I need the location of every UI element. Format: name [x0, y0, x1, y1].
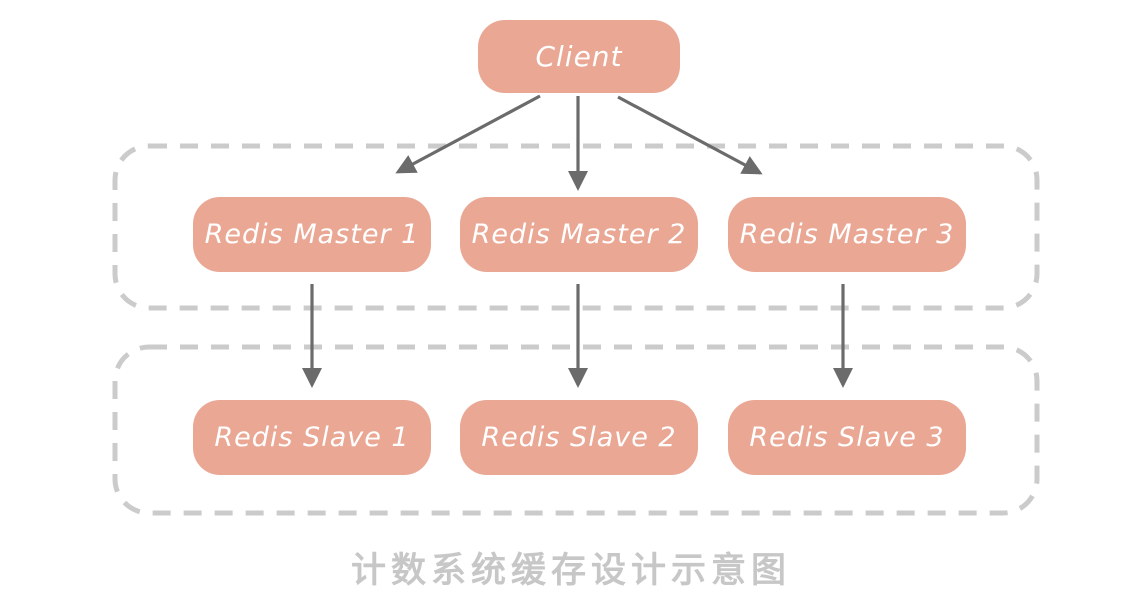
diagram-caption: 计数系统缓存设计示意图	[350, 551, 791, 591]
node-client: Client	[478, 20, 680, 93]
node-redis-master-3: Redis Master 3	[728, 197, 966, 272]
node-redis-master-2-label: Redis Master 2	[471, 219, 687, 250]
node-redis-slave-3: Redis Slave 3	[728, 400, 966, 475]
node-redis-master-2: Redis Master 2	[460, 197, 698, 272]
node-redis-slave-2-label: Redis Slave 2	[481, 422, 677, 453]
node-redis-slave-2: Redis Slave 2	[460, 400, 698, 475]
arrow-client-to-master-1	[395, 94, 541, 174]
node-redis-slave-3-label: Redis Slave 3	[749, 422, 945, 453]
node-redis-slave-1: Redis Slave 1	[193, 400, 431, 475]
node-client-label: Client	[535, 40, 623, 73]
node-redis-master-3-label: Redis Master 3	[739, 219, 955, 250]
node-redis-master-1-label: Redis Master 1	[204, 219, 420, 250]
node-redis-slave-1-label: Redis Slave 1	[214, 422, 410, 453]
node-redis-master-1: Redis Master 1	[193, 197, 431, 272]
arrow-client-to-master-3	[617, 95, 763, 175]
